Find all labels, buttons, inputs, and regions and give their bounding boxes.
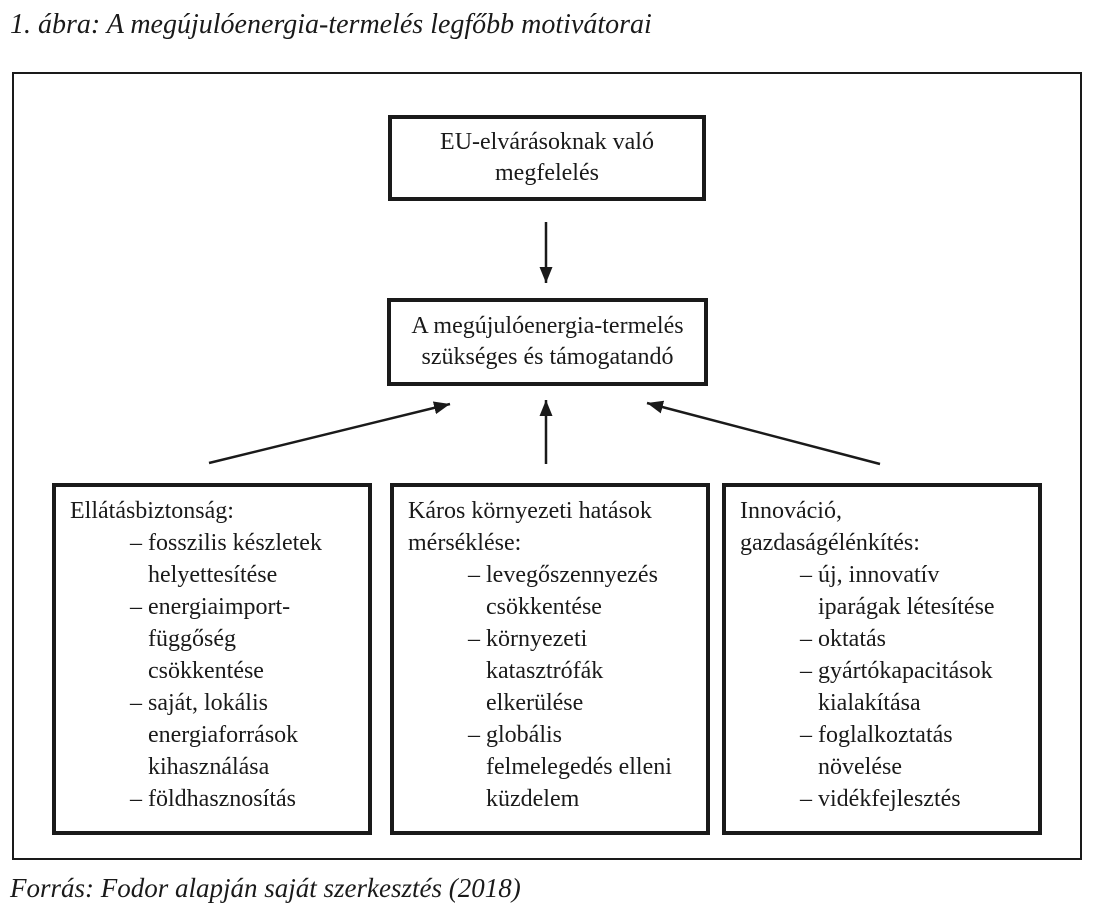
box-supply-security: Ellátásbiztonság: – fosszilis készletek … <box>52 483 372 835</box>
list-item: – globális felmelegedés elleni küzdelem <box>468 722 672 812</box>
figure-title: 1. ábra: A megújulóenergia-termelés legf… <box>10 9 652 40</box>
list-item: – levegőszennyezés csökkentése <box>468 562 658 620</box>
box-innovation-economy: Innováció, gazdaságélénkítés: – új, inno… <box>722 483 1042 835</box>
list-item: – gyártókapacitások kialakítása <box>800 658 993 716</box>
list-item: – földhasznosítás <box>130 786 296 812</box>
list-item: – vidékfejlesztés <box>800 786 961 812</box>
list-item: – foglalkoztatás növelése <box>800 722 953 780</box>
figure-source: Forrás: Fodor alapján saját szerkesztés … <box>10 873 521 903</box>
list-item: – új, innovatív iparágak létesítése <box>800 562 995 620</box>
list-item: – oktatás <box>800 626 886 652</box>
box-header: Káros környezeti hatások mérséklése: <box>408 498 652 556</box>
box-header: Innováció, gazdaságélénkítés: <box>740 498 920 556</box>
list-item: – fosszilis készletek helyettesítése <box>130 530 322 588</box>
box-environmental-harm: Káros környezeti hatások mérséklése: – l… <box>390 483 710 835</box>
list-item: – környezeti katasztrófák elkerülése <box>468 626 604 716</box>
list-item: – saját, lokális energiaforrások kihaszn… <box>130 690 299 780</box>
diagram-frame: EU-elvárásoknak való megfelelés A megúju… <box>12 72 1082 860</box>
arrow-supply-to-statement-icon <box>208 401 451 465</box>
arrow-innovation-to-statement-icon <box>646 400 881 466</box>
list-item: – energiaimport- függőség csökkentése <box>130 594 291 684</box>
box-central-statement: A megújulóenergia-termelés szükséges és … <box>387 298 708 386</box>
box-header: Ellátásbiztonság: <box>70 498 234 524</box>
box-eu-compliance: EU-elvárásoknak való megfelelés <box>388 115 706 201</box>
